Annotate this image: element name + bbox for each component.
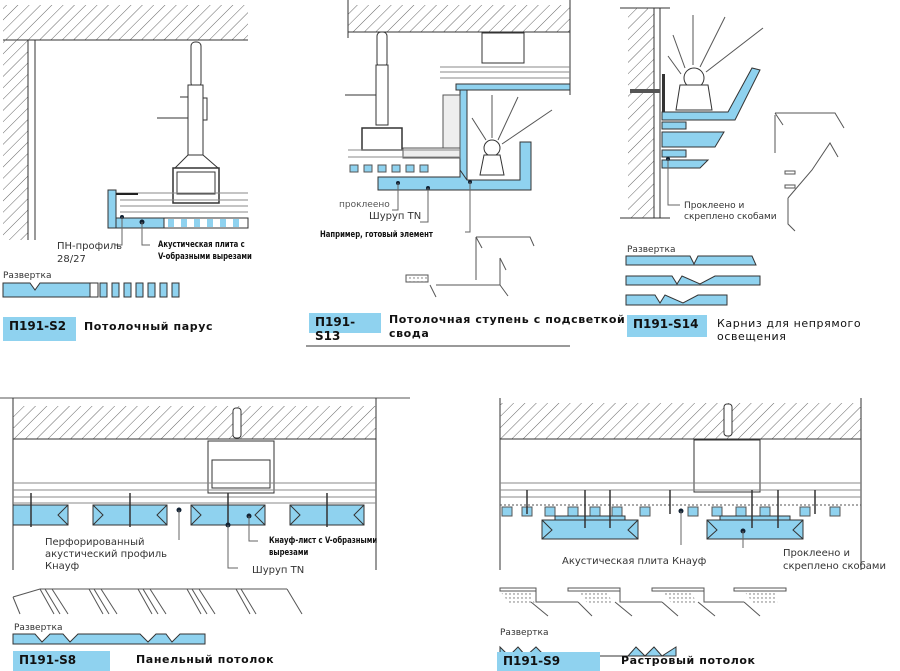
acoustic-plate-segments <box>163 217 249 229</box>
grid-cells <box>501 506 841 517</box>
unfold-strip-segments <box>89 282 180 298</box>
label-perforated-profile: Перфорированный <box>45 537 145 548</box>
panel-s14-drawing <box>620 7 845 306</box>
product-code: П191-S8 <box>13 651 110 671</box>
label-glued: Проклеено и <box>783 548 851 559</box>
product-code: П191-S9 <box>497 652 600 671</box>
label-perforated-profile-line2: акустический профиль <box>45 549 168 560</box>
hanger-sleeve <box>187 84 204 156</box>
label-pn-profile-size: 28/27 <box>57 254 86 265</box>
cornice-layers <box>661 67 761 169</box>
label-screw: Шуруп TN <box>369 211 422 222</box>
hanger-clip <box>173 154 220 169</box>
label-glued-line2: скреплено скобами <box>684 212 777 222</box>
panel-s8-drawing <box>0 397 410 645</box>
label-knauf-sheet-line2: вырезами <box>269 548 309 558</box>
product-title-line2: свода <box>389 327 430 340</box>
label-knauf-sheet: Кнауф-лист с V-образными <box>269 536 378 546</box>
step-element <box>377 141 532 191</box>
label-perforated-profile-line3: Кнауф <box>45 561 80 572</box>
panel-s9-drawing <box>499 398 862 657</box>
edge-plate <box>107 189 117 229</box>
label-glued: Проклеено и <box>684 201 745 211</box>
example-dotted-block <box>405 274 429 283</box>
unfold-strip <box>12 633 206 645</box>
unfold-label: Развертка <box>627 245 676 255</box>
ceiling-slab-hatch <box>3 5 248 40</box>
product-code: П191-S13 <box>309 313 381 343</box>
ceiling-slab-hatch <box>348 5 570 32</box>
label-acoustic-plate: Акустическая плита с <box>158 240 245 250</box>
product-title: Потолочный парус <box>84 320 214 333</box>
product-code: П191-S14 <box>627 315 707 337</box>
product-title: Потолочная ступень с подсветкой <box>389 313 626 326</box>
product-title: Растровый потолок <box>621 654 756 667</box>
product-title: Карниз для непрямого освещения <box>717 317 862 343</box>
label-acoustic-plate: Акустическая плита Кнауф <box>562 556 707 567</box>
hanger-rod <box>190 41 202 88</box>
unfold-label: Развертка <box>3 271 52 281</box>
label-glued: проклеено <box>339 200 390 210</box>
raster-sketch <box>499 587 787 617</box>
panel-s13-drawing <box>306 0 571 347</box>
unfold-strip <box>2 282 91 298</box>
label-example: Например, готовый элемент <box>320 230 433 240</box>
product-title: Панельный потолок <box>136 653 275 666</box>
label-acoustic-plate-line2: V-образными вырезами <box>158 252 252 262</box>
acoustic-plates <box>541 515 804 540</box>
label-screw: Шуруп TN <box>252 565 305 576</box>
product-code: П191-S2 <box>3 317 76 341</box>
unfold-strip <box>499 645 677 657</box>
wall-hatch <box>3 40 28 240</box>
label-glued-line2: скреплено скобами <box>783 561 886 572</box>
unfold-label: Развертка <box>14 623 63 633</box>
unfold-label: Развертка <box>500 628 549 638</box>
panel-s2-drawing <box>2 5 249 298</box>
label-pn-profile: ПН-профиль <box>57 241 122 252</box>
